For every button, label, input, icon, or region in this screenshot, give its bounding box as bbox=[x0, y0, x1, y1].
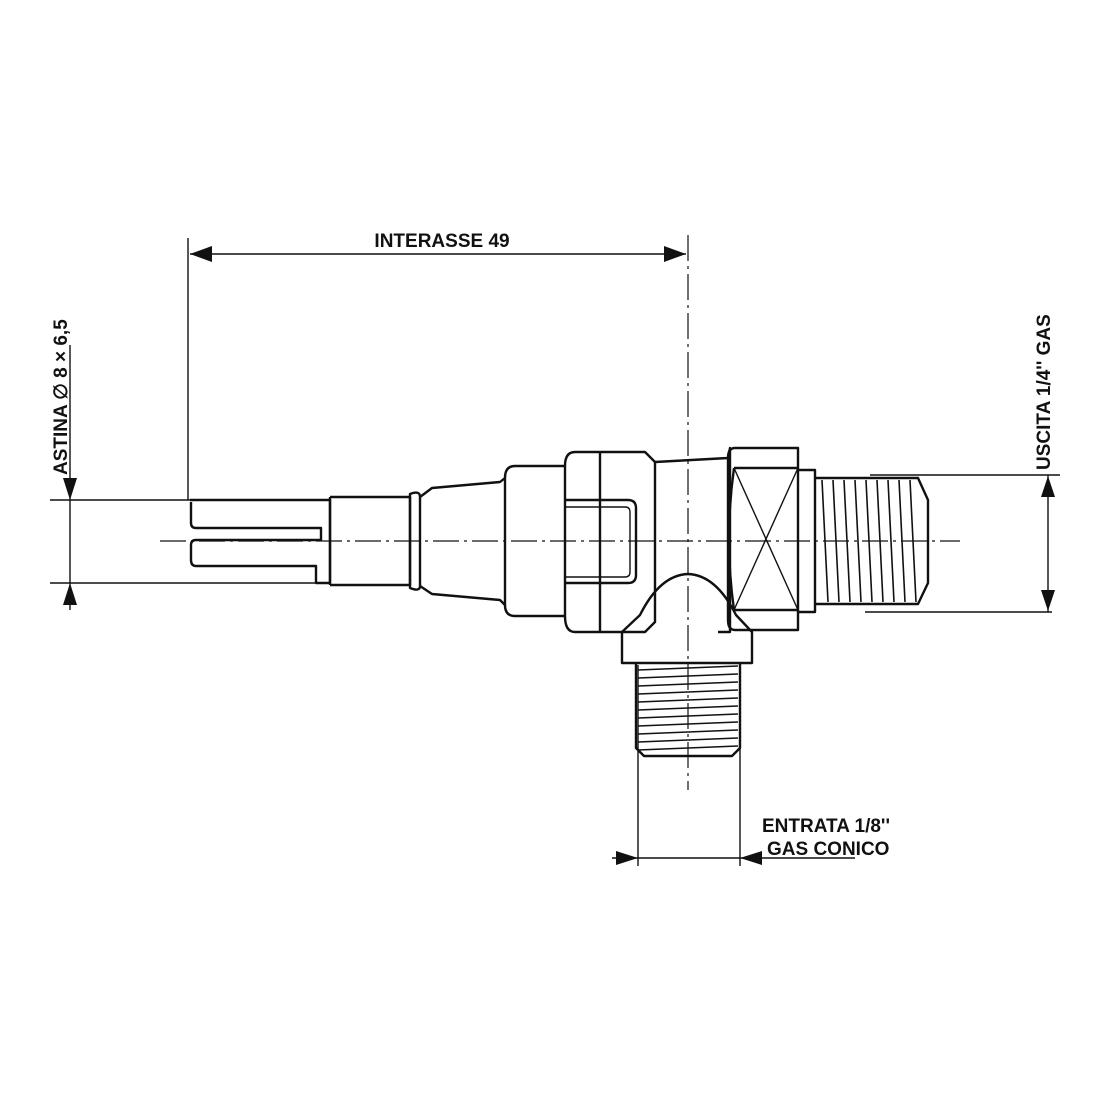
stem bbox=[189, 497, 332, 585]
astina-dimension: ASTINA ∅ 8 × 6,5 bbox=[50, 319, 320, 610]
knob-nut bbox=[563, 450, 657, 634]
inlet-thread bbox=[634, 663, 742, 758]
uscita-label: USCITA 1/4'' GAS bbox=[1034, 314, 1055, 470]
body-shoulder bbox=[503, 464, 567, 618]
uscita-dimension: USCITA 1/4'' GAS bbox=[865, 314, 1060, 613]
interasse-dimension: INTERASSE 49 bbox=[187, 231, 686, 500]
valve-body bbox=[654, 446, 732, 634]
inlet-boss bbox=[620, 572, 754, 665]
entrata-label-line2: GAS CONICO bbox=[767, 839, 889, 860]
interasse-label: INTERASSE 49 bbox=[374, 231, 509, 252]
astina-label: ASTINA ∅ 8 × 6,5 bbox=[51, 319, 72, 475]
entrata-label-line1: ENTRATA 1/8'' bbox=[762, 816, 890, 837]
tapered-body bbox=[419, 476, 507, 607]
outlet-thread bbox=[798, 468, 930, 614]
entrata-dimension: ENTRATA 1/8'' GAS CONICO bbox=[612, 665, 890, 866]
hex-fitting bbox=[726, 446, 800, 632]
